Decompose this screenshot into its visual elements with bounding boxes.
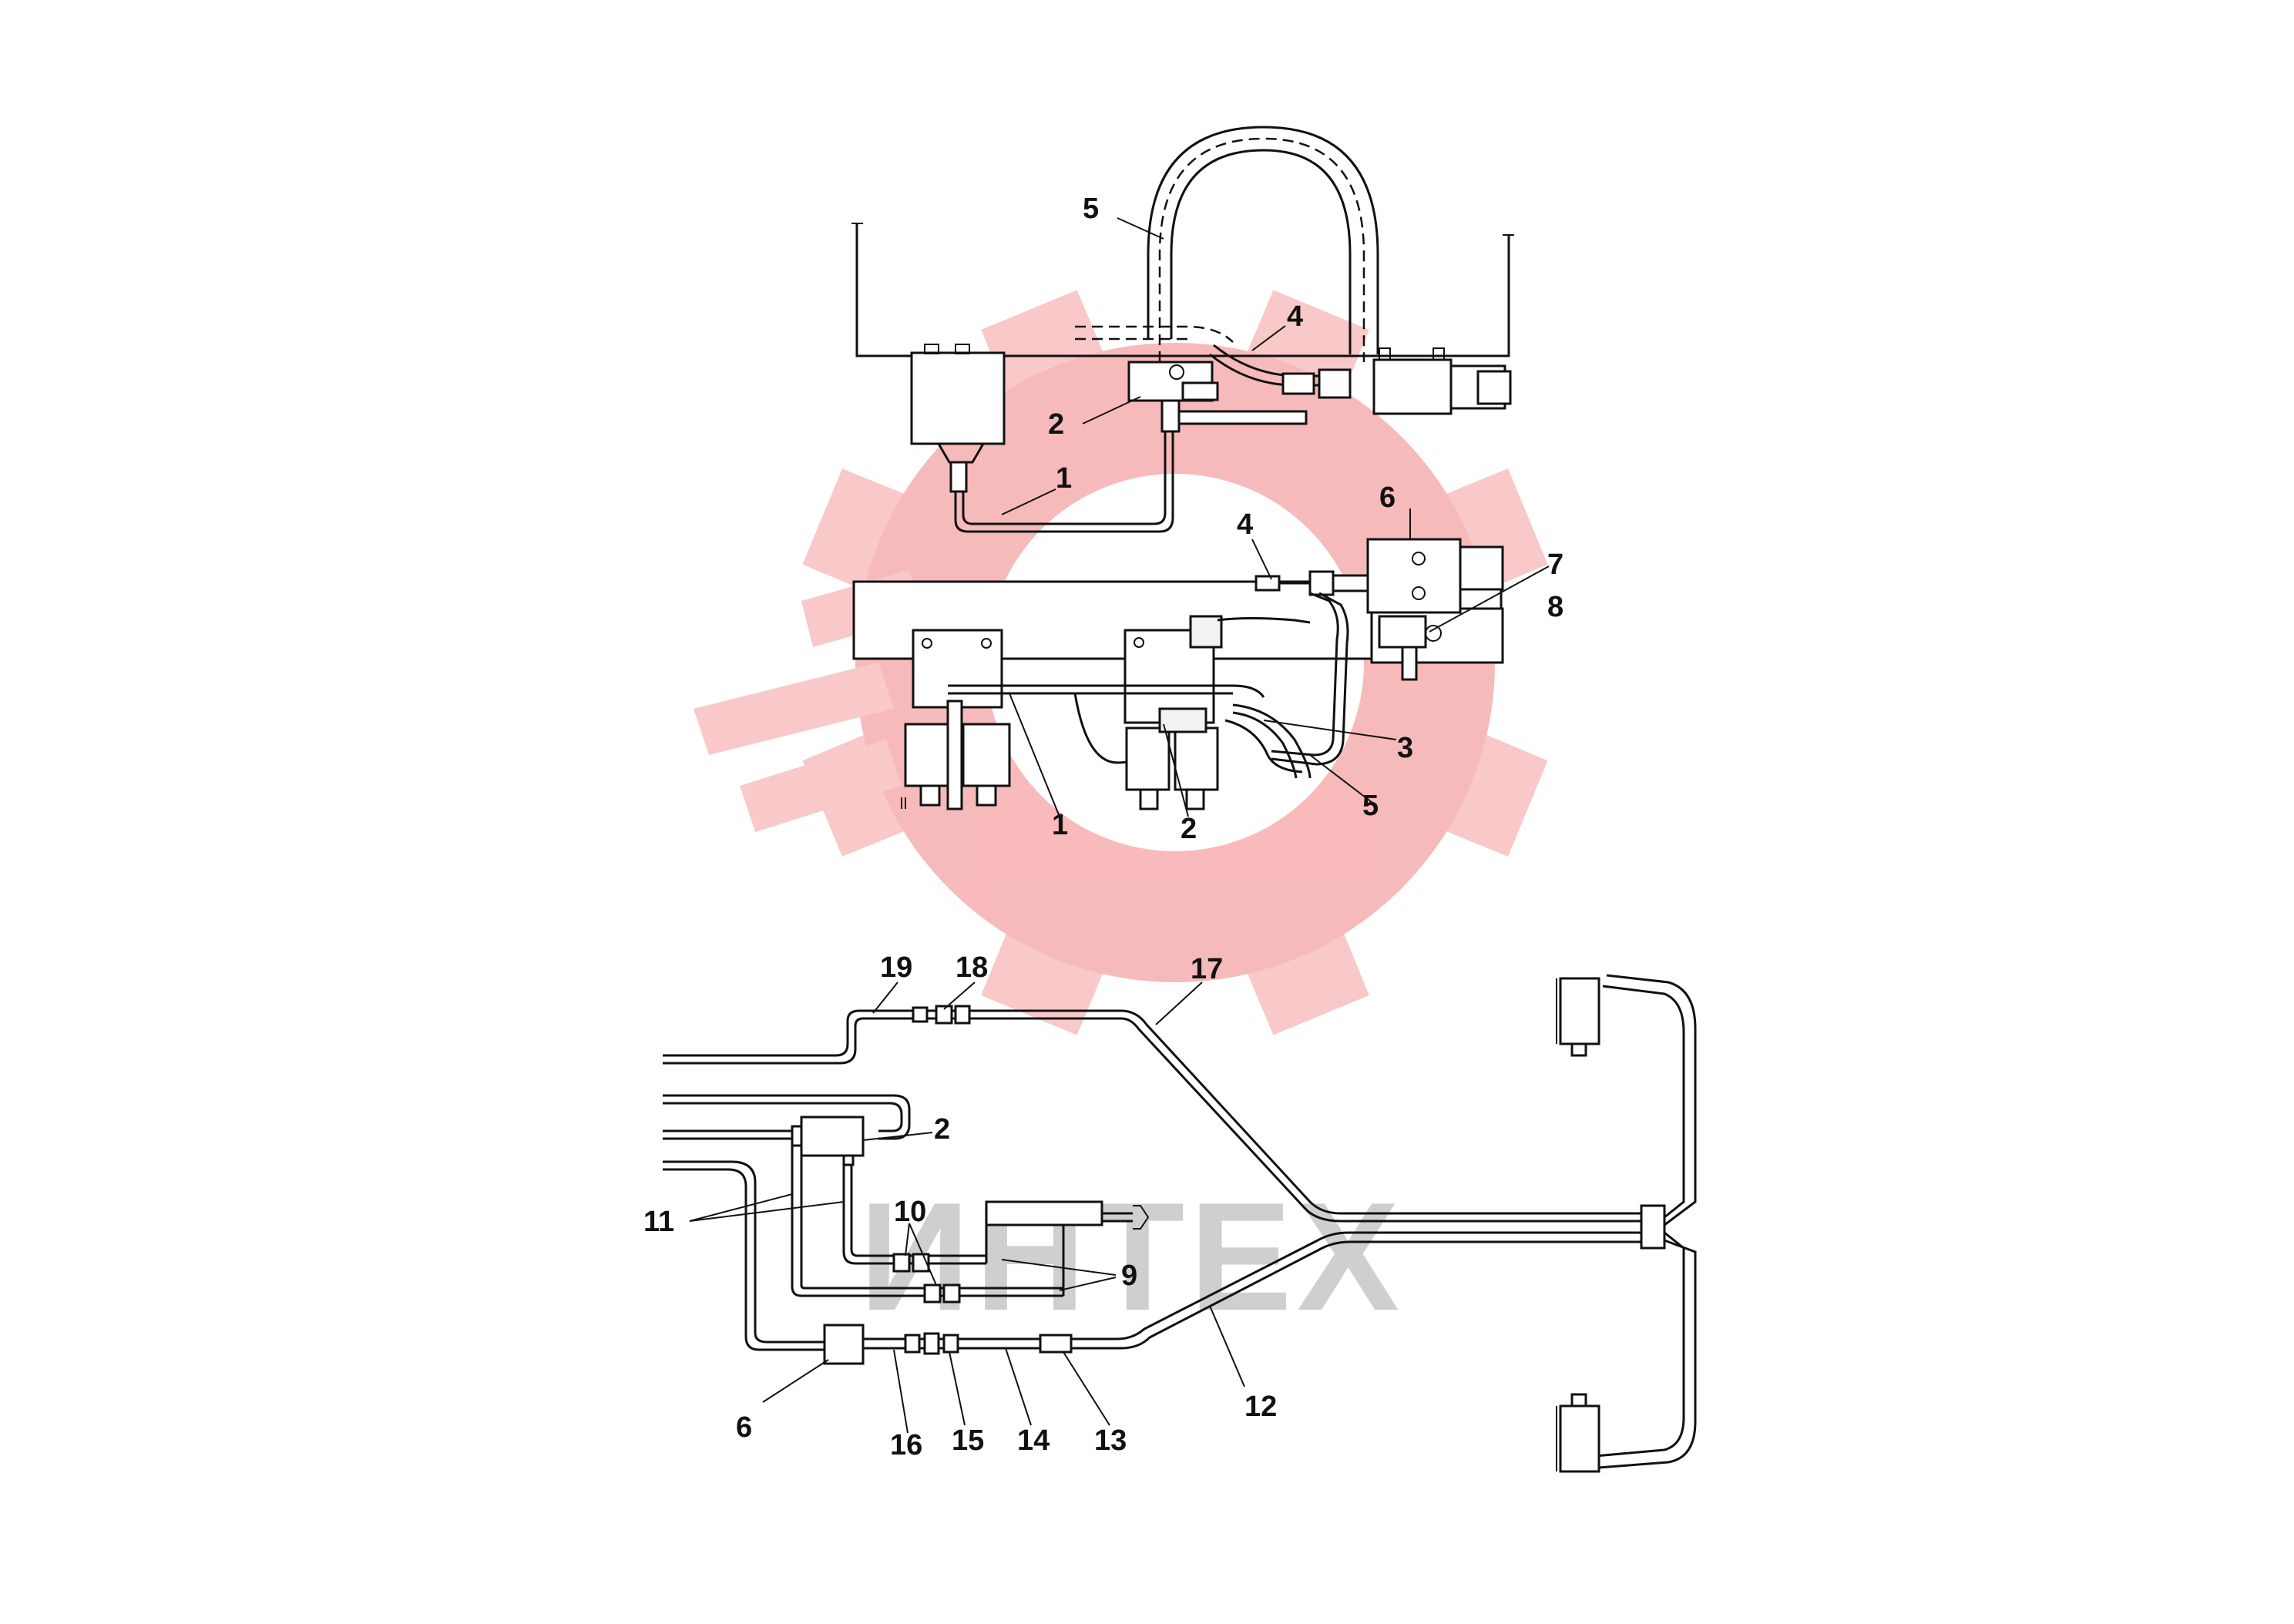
middle-assembly — [852, 538, 1504, 810]
top-assembly — [851, 126, 1514, 533]
callout-middle-1: 1 — [1052, 809, 1068, 841]
callout-bottom-6: 6 — [736, 1411, 752, 1444]
callout-middle-5: 5 — [1362, 790, 1379, 822]
callout-bottom-15: 15 — [952, 1424, 984, 1457]
callout-middle-8: 8 — [1547, 591, 1563, 623]
callout-top-2: 2 — [1048, 408, 1064, 441]
callout-bottom-11: 11 — [643, 1206, 674, 1238]
callout-bottom-9: 9 — [1121, 1260, 1137, 1292]
callout-top-4: 4 — [1287, 300, 1303, 333]
callout-bottom-17: 17 — [1191, 953, 1223, 985]
callout-top-5: 5 — [1083, 193, 1099, 225]
callout-middle-4: 4 — [1237, 508, 1253, 541]
callout-bottom-16: 16 — [890, 1429, 922, 1461]
callout-middle-7: 7 — [1547, 549, 1563, 581]
callout-bottom-2: 2 — [934, 1113, 950, 1146]
callout-middle-6: 6 — [1379, 481, 1396, 514]
callout-top-1: 1 — [1056, 462, 1072, 495]
callout-bottom-19: 19 — [880, 951, 912, 984]
callout-bottom-18: 18 — [956, 951, 988, 984]
callout-bottom-10: 10 — [894, 1196, 926, 1228]
callout-labels: 5 4 2 1 6 4 7 8 3 5 1 2 19 18 17 2 11 10… — [643, 193, 1563, 1461]
callout-middle-2: 2 — [1181, 813, 1197, 845]
leader-lines — [689, 217, 1550, 1434]
bottom-assembly — [663, 974, 1697, 1473]
callout-bottom-14: 14 — [1017, 1424, 1050, 1457]
callout-bottom-13: 13 — [1094, 1424, 1127, 1457]
callout-middle-3: 3 — [1397, 732, 1413, 764]
callout-bottom-12: 12 — [1244, 1391, 1277, 1423]
